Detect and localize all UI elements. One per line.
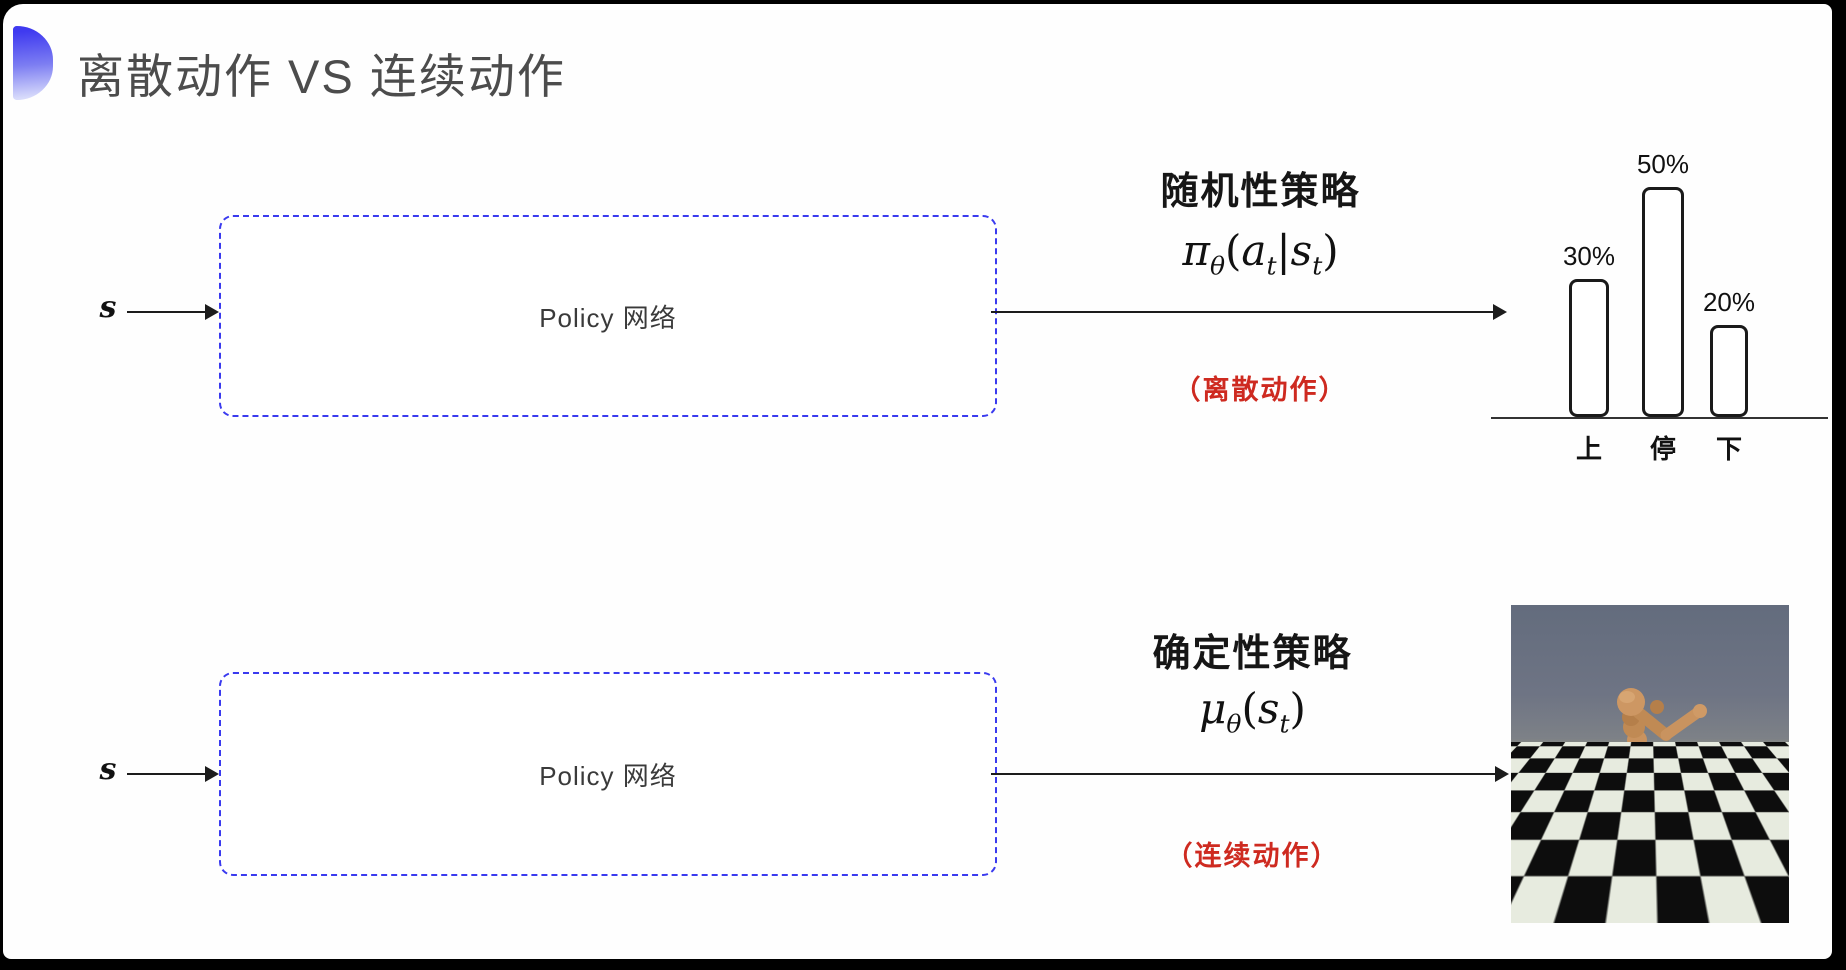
policy-network-label-top: Policy 网络: [539, 298, 677, 335]
deterministic-policy-title: 确定性策略: [1095, 622, 1410, 677]
arrowhead-icon: [205, 304, 219, 320]
chart-bar: [1569, 279, 1609, 417]
formula-paren: (: [1241, 684, 1257, 733]
humanoid-simulation-image: [1511, 605, 1789, 923]
slide-canvas: 离散动作 VS 连续动作 s Policy 网络 随机性策略 πθ(at|st)…: [3, 4, 1832, 959]
policy-network-label-bottom: Policy 网络: [539, 756, 677, 793]
chart-value-label: 30%: [1549, 241, 1629, 272]
state-input-label-bottom: s: [91, 752, 125, 787]
arrow-state-to-network-bottom: [127, 773, 205, 775]
deterministic-policy-column: 确定性策略 μθ(st) （连续动作）: [1095, 4, 1410, 970]
policy-network-box-top: Policy 网络: [219, 215, 997, 417]
formula-arg: s: [1258, 684, 1280, 733]
policy-network-box-bottom: Policy 网络: [219, 672, 997, 876]
chart-value-label: 50%: [1623, 149, 1703, 180]
slide-title: 离散动作 VS 连续动作: [77, 38, 566, 107]
continuous-action-note: （连续动作）: [1095, 834, 1410, 873]
formula-symbol: μ: [1199, 684, 1226, 733]
humanoid-figure: [1511, 605, 1789, 923]
arrow-state-to-network-top: [127, 311, 205, 313]
formula-subscript: t: [1279, 709, 1289, 738]
chart-value-label: 20%: [1689, 287, 1769, 318]
formula-paren: ): [1289, 684, 1305, 733]
chart-category-label: 上: [1549, 429, 1629, 466]
chart-category-label: 下: [1689, 429, 1769, 466]
deterministic-policy-formula: μθ(st): [1095, 684, 1410, 733]
chart-baseline: [1491, 417, 1828, 419]
formula-subscript: θ: [1226, 709, 1241, 738]
chart-bar: [1642, 187, 1684, 417]
title-bullet-icon: [13, 26, 53, 100]
chart-bar: [1710, 325, 1748, 417]
arrowhead-icon: [205, 766, 219, 782]
state-input-label-top: s: [91, 290, 125, 325]
arrowhead-icon: [1495, 766, 1509, 782]
